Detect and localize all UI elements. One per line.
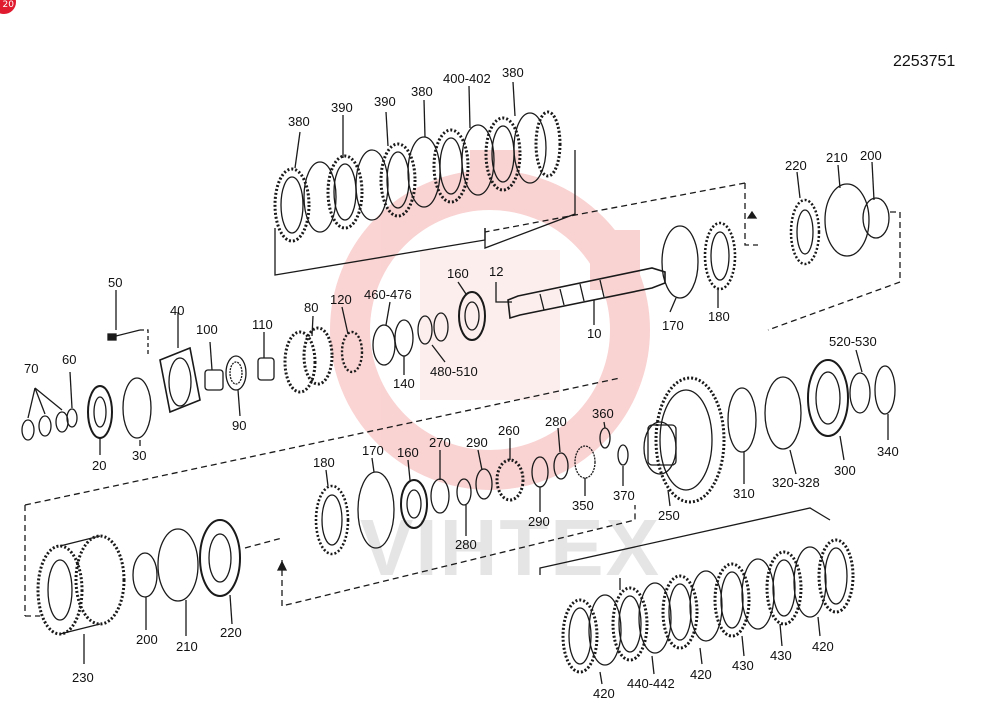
label-220: 220 — [220, 625, 242, 640]
upper-right-assembly — [484, 161, 901, 331]
label-520-530: 520-530 — [829, 334, 877, 349]
label-60: 60 — [62, 352, 76, 367]
label-220: 220 — [785, 158, 807, 173]
label-350: 350 — [572, 498, 594, 513]
label-100: 100 — [196, 322, 218, 337]
main-shaft-row — [21, 221, 737, 617]
label-420: 420 — [690, 667, 712, 682]
label-430: 430 — [770, 648, 792, 663]
upper-clutch-pack — [273, 81, 576, 276]
label-290: 290 — [466, 435, 488, 450]
lower-clutch-pack — [539, 507, 855, 685]
label-260: 260 — [498, 423, 520, 438]
label-200: 200 — [136, 632, 158, 647]
label-420: 420 — [812, 639, 834, 654]
label-160: 160 — [447, 266, 469, 281]
label-300: 300 — [834, 463, 856, 478]
label-340: 340 — [877, 444, 899, 459]
label-70: 70 — [24, 361, 38, 376]
label-230: 230 — [72, 670, 94, 685]
label-390: 390 — [374, 94, 396, 109]
callout-labels: 380 390 390 380 400-402 380 220 210 200 … — [24, 65, 899, 701]
label-390: 390 — [331, 100, 353, 115]
label-110: 110 — [252, 317, 273, 332]
label-430: 430 — [732, 658, 754, 673]
lower-left-drum — [36, 519, 241, 664]
label-480-510: 480-510 — [430, 364, 478, 379]
label-460-476: 460-476 — [364, 287, 412, 302]
label-440-442: 440-442 — [627, 676, 675, 691]
label-170: 170 — [662, 318, 684, 333]
label-50: 50 — [108, 275, 122, 290]
label-20: 20 — [92, 458, 106, 473]
watermark-text: VIHTEX — [360, 503, 661, 592]
label-160: 160 — [397, 445, 419, 460]
label-310: 310 — [733, 486, 755, 501]
label-10: 10 — [587, 326, 601, 341]
label-280: 280 — [545, 414, 567, 429]
label-270: 270 — [429, 435, 451, 450]
corner-badge: 20 — [0, 0, 16, 14]
label-380: 380 — [411, 84, 433, 99]
label-210: 210 — [826, 150, 848, 165]
label-40: 40 — [170, 303, 184, 318]
label-140: 140 — [393, 376, 415, 391]
label-180: 180 — [313, 455, 335, 470]
label-90: 90 — [232, 418, 246, 433]
label-370: 370 — [613, 488, 635, 503]
label-250: 250 — [658, 508, 680, 523]
document-number: 2253751 — [893, 53, 955, 70]
label-180: 180 — [708, 309, 730, 324]
label-420: 420 — [593, 686, 615, 701]
label-380: 380 — [502, 65, 524, 80]
watermark-logo — [330, 150, 650, 490]
label-210: 210 — [176, 639, 198, 654]
label-380: 380 — [288, 114, 310, 129]
label-200: 200 — [860, 148, 882, 163]
label-170: 170 — [362, 443, 384, 458]
label-120: 120 — [330, 292, 352, 307]
label-400-402: 400-402 — [443, 71, 491, 86]
label-80: 80 — [304, 300, 318, 315]
label-30: 30 — [132, 448, 146, 463]
mid-gear-row — [244, 349, 896, 607]
label-320-328: 320-328 — [772, 475, 820, 490]
label-12: 12 — [489, 264, 503, 279]
label-360: 360 — [592, 406, 614, 421]
label-280: 280 — [455, 537, 477, 552]
label-290: 290 — [528, 514, 550, 529]
